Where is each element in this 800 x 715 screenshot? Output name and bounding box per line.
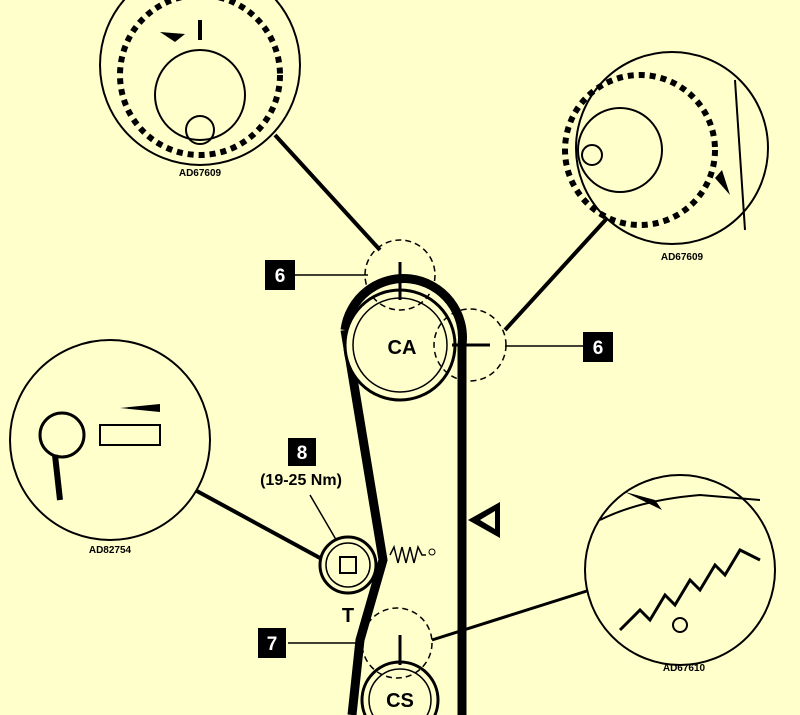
callout-6-top-box (265, 260, 295, 290)
leader-top-right (503, 213, 612, 332)
mark-zone-top (364, 239, 436, 311)
callout-7-box (258, 628, 286, 658)
mark-zone-right (433, 308, 507, 382)
tensioner-label: T (342, 605, 354, 627)
leader-left (194, 488, 321, 560)
leader-top-left (273, 133, 382, 252)
callout-6-right: 6 (593, 338, 604, 359)
detail-code-top-left: AD67609 (179, 168, 222, 179)
detail-bottom-right (584, 474, 776, 666)
callout-8: 8 (297, 443, 308, 464)
callout-6-top: 6 (275, 266, 286, 287)
callout-7: 7 (267, 634, 278, 655)
detail-code-bottom-right: AD67610 (663, 663, 706, 674)
torque-spec: (19-25 Nm) (260, 472, 342, 489)
detail-left (9, 339, 211, 541)
crankshaft-label: CS (386, 690, 414, 712)
callout-8-box (288, 438, 316, 466)
callout-6-right-box (583, 332, 613, 362)
spring-icon (389, 544, 426, 564)
tensioner-pulley (318, 535, 436, 595)
detail-code-left: AD82754 (89, 545, 132, 556)
detail-code-top-right: AD67609 (661, 252, 704, 263)
mark-zone-bottom (361, 607, 433, 679)
detail-top-left (99, 0, 301, 166)
camshaft-label: CA (388, 337, 417, 359)
timing-belt (340, 274, 467, 715)
detail-top-right (562, 51, 769, 245)
leader-bottom-right (431, 588, 591, 642)
